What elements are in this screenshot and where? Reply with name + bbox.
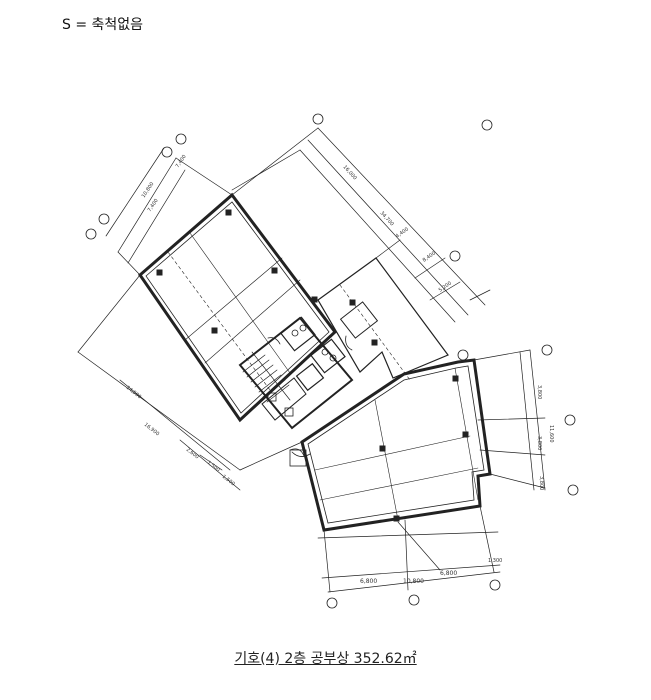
center-core [238, 316, 354, 457]
dim-label: 8,400 [422, 251, 437, 264]
dim-label: 5,200 [438, 281, 453, 294]
dim-label: 2,600 [185, 447, 200, 461]
dim-label: 3,800 [538, 476, 544, 490]
dim-label: 6,800 [360, 578, 377, 585]
left-wing-outer-wall [138, 192, 338, 423]
caption-text: 기호(4) 2층 공부상 352.62㎡ [234, 651, 417, 667]
dim-label: 3,800 [536, 436, 542, 450]
dim-label: 4,400 [395, 227, 410, 240]
dim-label: 7,400 [147, 198, 160, 213]
dim-label: 1,300 [488, 558, 502, 564]
dim-label: 3,800 [536, 385, 542, 399]
dim-label: 10,800 [403, 578, 424, 585]
dim-label: 10,800 [141, 181, 156, 199]
dim-label: 11,600 [548, 425, 554, 443]
dim-label: 6,800 [440, 570, 457, 577]
left-wing [138, 192, 338, 423]
dim-label: 1,500 [206, 460, 221, 474]
dimension-labels: 16,000 34,700 10,800 7,400 4,400 8,400 7… [125, 154, 554, 585]
dim-label: 1,500 [221, 474, 236, 488]
stair-treads [242, 351, 291, 403]
dim-label: 34,700 [379, 210, 395, 227]
scale-note: S = 축척없음 [62, 17, 144, 33]
grid-markers [85, 113, 579, 609]
drawing-caption: 기호(4) 2층 공부상 352.62㎡ [0, 648, 651, 668]
dim-label: 7,400 [175, 154, 188, 169]
dim-label: 16,900 [143, 422, 160, 438]
right-wing [289, 358, 492, 532]
dimension-lines [77, 127, 546, 593]
dim-label: 14,500 [125, 385, 142, 401]
